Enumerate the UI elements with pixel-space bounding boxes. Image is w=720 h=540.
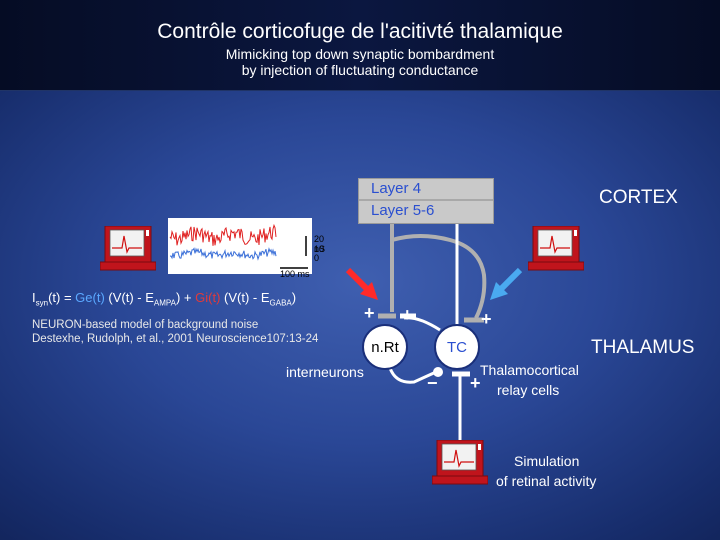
scale-label-ns: 20 nS: [314, 234, 326, 254]
minus-sign-inhibition: −: [427, 373, 438, 393]
eq-part3: ) +: [175, 290, 196, 305]
eq-part4: (V(t) - E: [220, 290, 270, 305]
eq-gaba-sub: GABA: [269, 298, 292, 308]
interneurons-label: interneurons: [286, 364, 364, 380]
simulation-label-2: of retinal activity: [496, 473, 597, 489]
plus-sign-retinal: +: [470, 373, 481, 393]
red-arrowhead: [360, 282, 378, 300]
relay-cells-label-1: Thalamocortical: [480, 362, 579, 378]
gi-trace: [169, 223, 277, 246]
conductance-traces: [169, 223, 308, 269]
reference-line-2: Destexhe, Rudolph, et al., 2001 Neurosci…: [32, 333, 319, 345]
subtitle-line-2: by injection of fluctuating conductance: [241, 62, 479, 78]
computer-icon-left: [100, 226, 156, 271]
conductance-trace-panel: 20 nS 10 0 100 ms: [168, 218, 325, 279]
slide-title: Contrôle corticofuge de l'acitivté thala…: [157, 20, 563, 43]
relay-cells-label-2: relay cells: [497, 382, 560, 398]
computer-icon-retina: [432, 440, 488, 485]
plus-sign-nrt-cortical: +: [364, 303, 375, 323]
eq-part5: ): [291, 290, 297, 305]
eq-i: I: [32, 290, 36, 305]
eq-gi: Gi(t): [195, 290, 221, 305]
nrt-to-tc-axon: [388, 367, 437, 384]
subtitle-line-1: Mimicking top down synaptic bombardment: [225, 46, 495, 62]
scale-label-0: 0: [314, 253, 320, 263]
blue-arrowhead: [490, 282, 508, 300]
reference-line-1: NEURON-based model of background noise: [32, 319, 259, 331]
nrt-nucleus: n.Rt: [362, 324, 408, 370]
scale-label-10: 10: [314, 244, 325, 254]
plus-sign-nrt-tc: +: [402, 305, 413, 325]
cortex-label: CORTEX: [599, 187, 678, 208]
synaptic-current-equation: Isyn(t) = Ge(t) (V(t) - EAMPA) + Gi(t) (…: [32, 290, 296, 308]
title-bar: Contrôle corticofuge de l'acitivté thala…: [0, 0, 720, 91]
thalamus-label: THALAMUS: [591, 337, 695, 358]
computer-icon-right: [528, 226, 584, 271]
plus-sign-tc-cortical: +: [481, 309, 492, 329]
layer-divider: [359, 199, 493, 201]
tc-nucleus: TC: [434, 324, 480, 370]
layer-4-label: Layer 4: [371, 180, 422, 197]
layer-5-6-label: Layer 5-6: [371, 202, 435, 219]
slide-subtitle: Mimicking top down synaptic bombardment …: [0, 46, 720, 78]
scale-label-ms: 100 ms: [280, 269, 310, 279]
eq-ge: Ge(t): [75, 290, 105, 305]
simulation-label-1: Simulation: [514, 453, 580, 469]
corticothalamic-axon-to-tc: [391, 234, 487, 319]
reference-text: NEURON-based model of background noise D…: [32, 318, 318, 346]
eq-part1: (t) =: [48, 290, 76, 305]
eq-ampa-sub: AMPA: [153, 298, 176, 308]
ge-trace: [169, 247, 277, 261]
eq-i-sub: syn: [35, 298, 49, 308]
eq-part2: (V(t) - E: [104, 290, 154, 305]
cortex-layers-box: Layer 4 Layer 5-6: [358, 178, 494, 224]
inhibitory-terminal: [433, 367, 443, 377]
